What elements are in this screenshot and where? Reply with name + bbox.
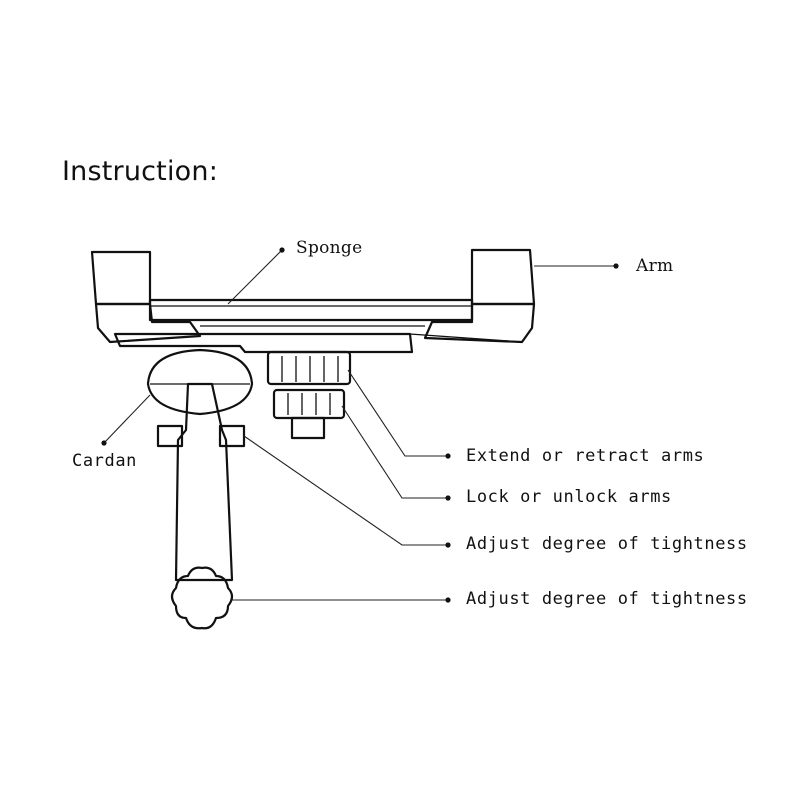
label-tight1: Adjust degree of tightness (466, 534, 748, 554)
extend-knob (266, 350, 352, 386)
page-title: Instruction: (62, 156, 219, 187)
left-arm (90, 250, 202, 344)
leader-tight1 (243, 435, 451, 548)
label-arm: Arm (636, 256, 674, 276)
leader-lock (341, 405, 451, 501)
body-plate (113, 325, 523, 354)
leader-extend (347, 369, 451, 459)
label-sponge: Sponge (296, 238, 363, 258)
sponge-bar (148, 298, 474, 322)
right-arm (423, 248, 536, 344)
leader-tight2 (230, 597, 451, 603)
stem (156, 382, 246, 582)
label-cardan: Cardan (72, 451, 138, 471)
leader-sponge (227, 247, 285, 305)
lock-knob (272, 388, 346, 440)
star-knob (170, 566, 234, 630)
leader-cardan (101, 394, 151, 446)
label-extend: Extend or retract arms (466, 446, 705, 466)
leader-arm (534, 263, 619, 269)
label-lock: Lock or unlock arms (466, 487, 672, 507)
label-tight2: Adjust degree of tightness (466, 589, 748, 609)
cardan-joint (146, 348, 254, 416)
